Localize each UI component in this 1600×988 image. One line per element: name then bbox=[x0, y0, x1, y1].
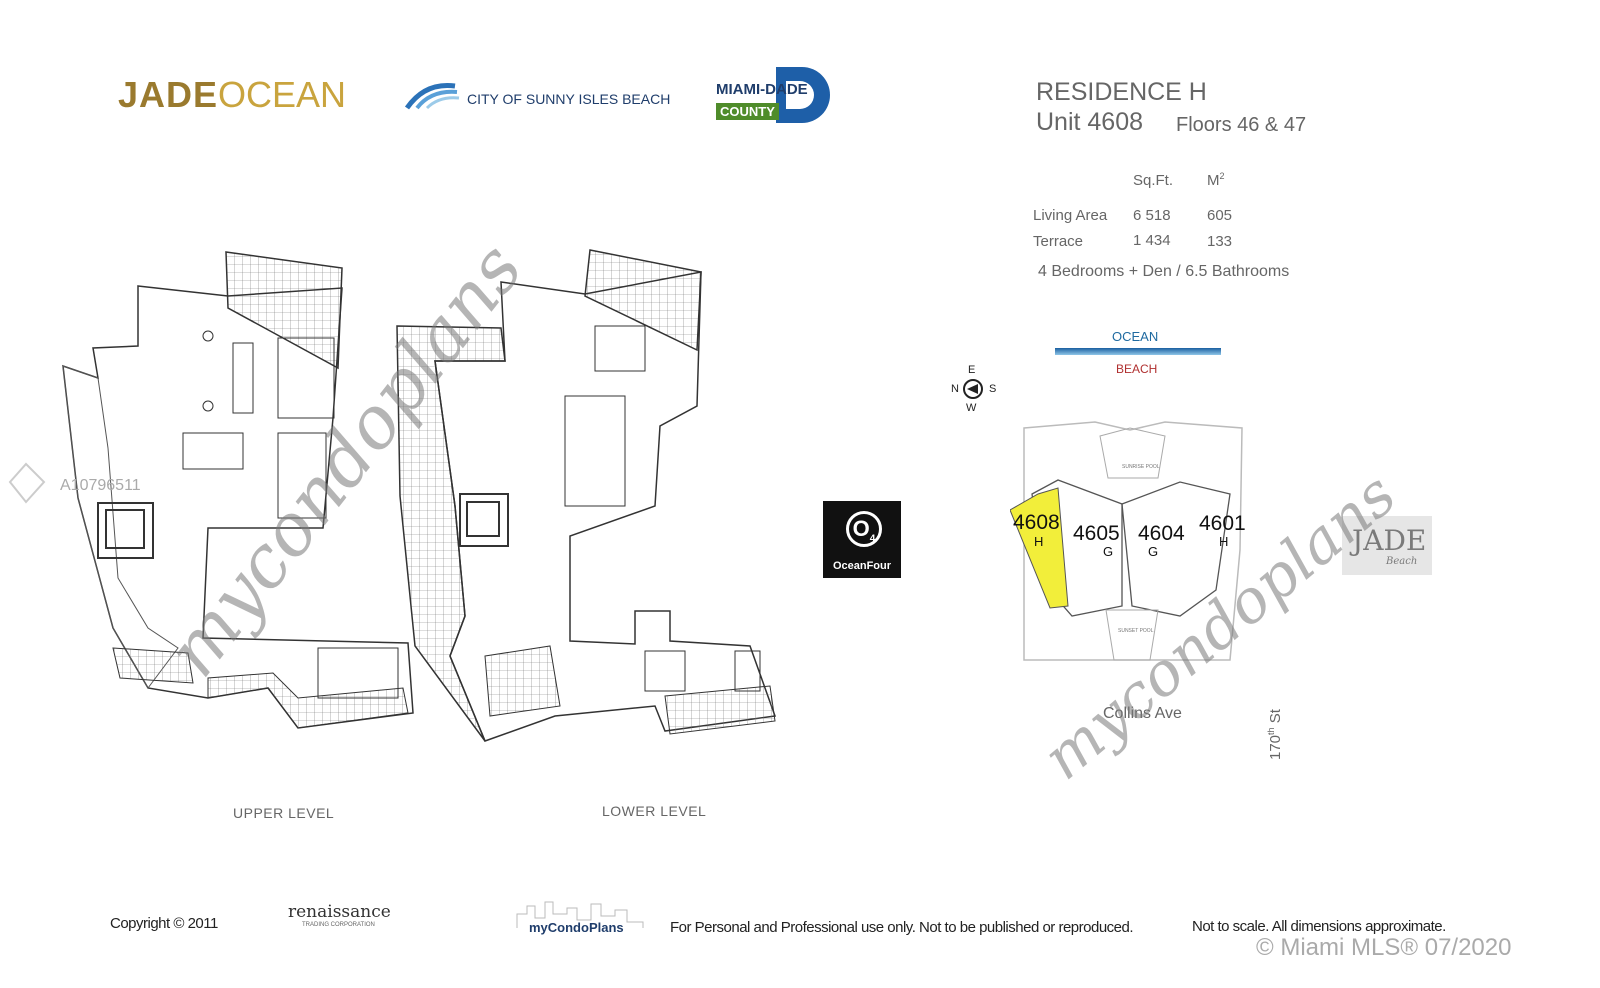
dade-d-icon bbox=[776, 67, 830, 123]
upper-level-label: UPPER LEVEL bbox=[233, 805, 335, 821]
renaissance-text: renaissance bbox=[288, 902, 391, 922]
unit-4608-highlight bbox=[1010, 487, 1069, 609]
jade-beach-sub: Beach bbox=[1386, 556, 1418, 567]
unit-4604-letter: G bbox=[1148, 544, 1159, 559]
ocean-four-name: OceanFour bbox=[832, 560, 892, 572]
miami-dade-logo: MIAMI-DADE COUNTY bbox=[716, 67, 832, 123]
miami-dade-text: MIAMI-DADE bbox=[716, 81, 808, 98]
street-label: 170th St bbox=[1266, 709, 1284, 760]
lower-level-label: LOWER LEVEL bbox=[602, 803, 707, 819]
living-area-label: Living Area bbox=[1033, 207, 1108, 224]
logo-jade-text: JADE bbox=[118, 74, 219, 115]
m2-header: M2 bbox=[1207, 171, 1225, 189]
residence-title: RESIDENCE H bbox=[1036, 78, 1207, 106]
ocean-four-logo: O4 OceanFour bbox=[823, 501, 901, 578]
unit-4601-number: 4601 bbox=[1199, 512, 1246, 535]
svg-text:SUNSET POOL: SUNSET POOL bbox=[1118, 628, 1154, 634]
jade-beach-title: JADE bbox=[1352, 524, 1427, 557]
renaissance-logo: renaissance TRADING CORPORATION bbox=[288, 902, 391, 928]
unit-4601-letter: H bbox=[1219, 534, 1229, 549]
skyline-icon bbox=[516, 901, 644, 928]
svg-text:SUNRISE POOL: SUNRISE POOL bbox=[1122, 464, 1160, 470]
terrace-label: Terrace bbox=[1033, 233, 1084, 250]
beach-label: BEACH bbox=[1116, 362, 1158, 376]
sunny-isles-text: CITY OF SUNNY ISLES BEACH bbox=[467, 91, 671, 107]
ocean-line bbox=[1055, 348, 1221, 355]
copyright-text: Copyright © 2011 bbox=[110, 915, 218, 932]
ocean-four-mark: O4 bbox=[846, 511, 882, 547]
compass-w: W bbox=[966, 402, 977, 414]
jade-ocean-logo: JADEOCEAN bbox=[118, 74, 346, 116]
mls-watermark: © Miami MLS® 07/2020 bbox=[1256, 934, 1512, 961]
mycondoplans-logo: myCondoPlans bbox=[529, 920, 624, 935]
unit-4605-letter: G bbox=[1103, 544, 1114, 559]
compass-n: N bbox=[951, 383, 959, 395]
lower-level-plan bbox=[396, 249, 777, 742]
jade-beach-logo: JADE Beach bbox=[1342, 516, 1432, 575]
unit-number: Unit 4608 bbox=[1036, 108, 1144, 136]
living-area-sqft: 6 518 bbox=[1133, 207, 1171, 224]
mls-leaf-icon bbox=[8, 462, 46, 504]
usage-notice: For Personal and Professional use only. … bbox=[670, 919, 1134, 936]
logo-ocean-text: OCEAN bbox=[218, 74, 347, 115]
compass-icon bbox=[963, 379, 983, 399]
renaissance-sub: TRADING CORPORATION bbox=[302, 922, 375, 928]
county-text: COUNTY bbox=[716, 103, 779, 120]
wave-icon bbox=[404, 82, 460, 110]
collins-ave-label: Collins Ave bbox=[1103, 705, 1182, 722]
bedrooms-text: 4 Bedrooms + Den / 6.5 Bathrooms bbox=[1038, 263, 1290, 280]
mls-id: A10796511 bbox=[60, 477, 141, 494]
scale-notice: Not to scale. All dimensions approximate… bbox=[1192, 918, 1446, 935]
compass-s: S bbox=[989, 383, 997, 395]
unit-4608-letter: H bbox=[1034, 534, 1044, 549]
terrace-sqft: 1 434 bbox=[1133, 232, 1171, 249]
unit-4604-number: 4604 bbox=[1138, 522, 1185, 545]
ocean-label: OCEAN bbox=[1112, 329, 1159, 344]
unit-4605-number: 4605 bbox=[1073, 522, 1120, 545]
site-plan: SUNRISE POOL SUNSET POOL bbox=[1010, 421, 1243, 661]
living-area-m2: 605 bbox=[1207, 207, 1233, 224]
upper-level-plan bbox=[62, 251, 414, 729]
unit-4608-number: 4608 bbox=[1013, 511, 1060, 534]
floors-label: Floors 46 & 47 bbox=[1176, 114, 1307, 136]
compass-e: E bbox=[968, 364, 976, 376]
sunny-isles-logo: CITY OF SUNNY ISLES BEACH bbox=[404, 80, 670, 115]
terrace-m2: 133 bbox=[1207, 233, 1233, 250]
sqft-header: Sq.Ft. bbox=[1133, 172, 1174, 189]
